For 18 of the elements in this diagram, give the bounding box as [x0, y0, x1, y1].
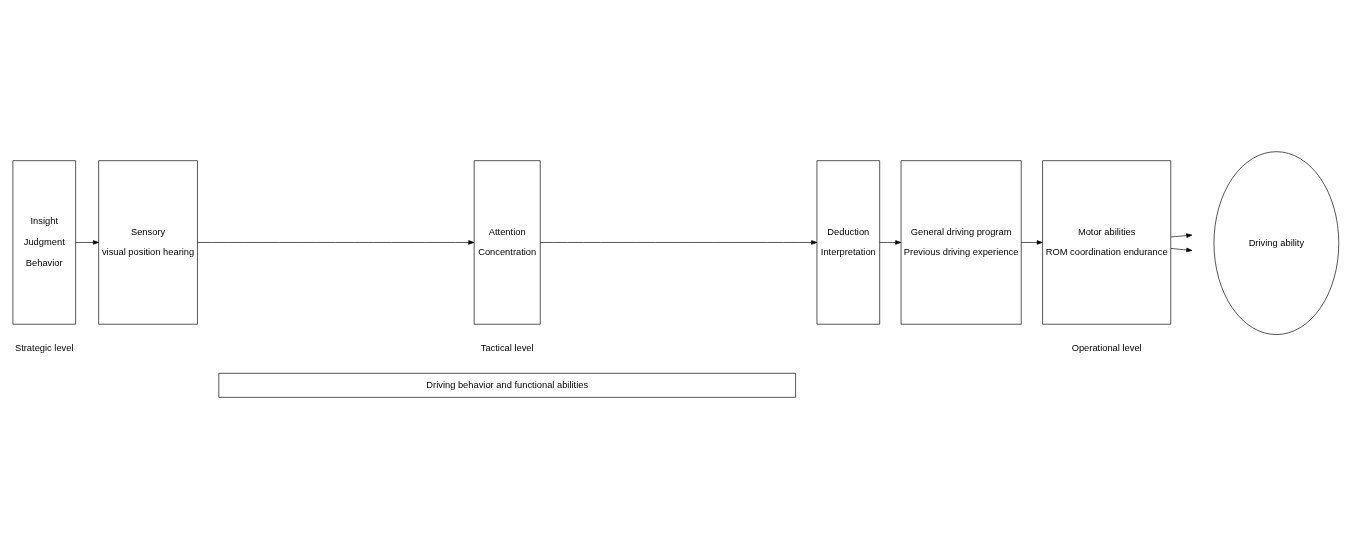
arrow — [1170, 232, 1193, 238]
arrow — [1020, 239, 1043, 245]
arrow — [540, 239, 818, 245]
arrow — [75, 239, 99, 245]
node-box: Attention Concentration — [473, 159, 541, 325]
node-box: Motor abilities ROM coordination endurance — [1042, 159, 1172, 325]
node-box: Driving behavior and functional abilities — [218, 372, 796, 398]
node-box: Insight Judgment Behavior — [12, 159, 76, 325]
label: Operational level — [1071, 342, 1142, 353]
node-ellipse: Driving ability — [1213, 150, 1340, 335]
arrow — [1170, 247, 1193, 252]
label: Tactical level — [480, 342, 534, 353]
node-box: Deduction Interpretation — [816, 159, 881, 325]
node-box: General driving program Previous driving experience — [900, 159, 1022, 325]
arrow — [879, 239, 902, 245]
node-box: Sensory visual position hearing — [98, 159, 198, 325]
label: Strategic level — [14, 342, 74, 353]
arrow — [197, 239, 475, 245]
